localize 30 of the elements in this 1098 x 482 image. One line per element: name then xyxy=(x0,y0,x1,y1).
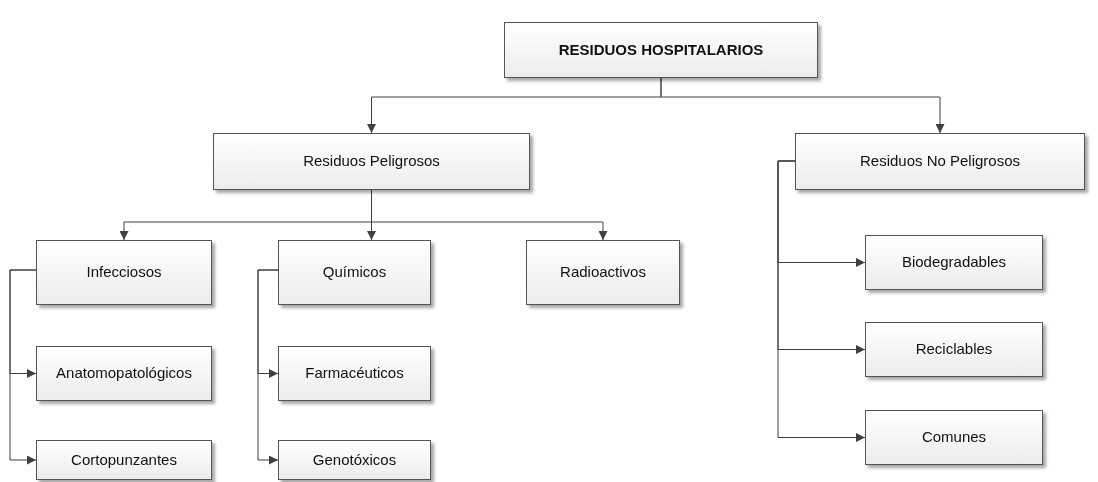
box-label: Comunes xyxy=(921,427,987,448)
box-label: Reciclables xyxy=(915,339,993,360)
box-label: Genotóxicos xyxy=(312,449,397,470)
arrow xyxy=(9,269,37,465)
arrow xyxy=(257,269,279,465)
category-box xyxy=(865,410,1043,465)
category-box xyxy=(865,322,1043,377)
category-box xyxy=(278,240,431,305)
category-box xyxy=(278,440,431,480)
box-label: Farmacéuticos xyxy=(305,363,404,384)
category-box xyxy=(504,22,818,78)
category-box xyxy=(526,240,680,305)
box-label: Residuos No Peligrosos xyxy=(859,151,1021,172)
arrow xyxy=(660,77,945,134)
category-box xyxy=(213,133,530,190)
box-label: Químicos xyxy=(322,262,387,283)
box-label: RESIDUOS HOSPITALARIOS xyxy=(558,39,764,60)
box-label: Cortopunzantes xyxy=(71,449,177,470)
category-box xyxy=(36,240,212,305)
category-box xyxy=(278,346,431,401)
category-box xyxy=(865,235,1043,290)
box-label: Anatomopatológicos xyxy=(56,363,192,384)
box-label: Radioactivos xyxy=(560,262,646,283)
category-box xyxy=(36,346,212,401)
category-box xyxy=(795,133,1085,190)
box-label: Residuos Peligrosos xyxy=(303,151,440,172)
box-label: Biodegradables xyxy=(901,252,1007,273)
arrow xyxy=(777,160,866,442)
box-label: Infecciosos xyxy=(86,262,162,283)
category-box xyxy=(36,440,212,480)
